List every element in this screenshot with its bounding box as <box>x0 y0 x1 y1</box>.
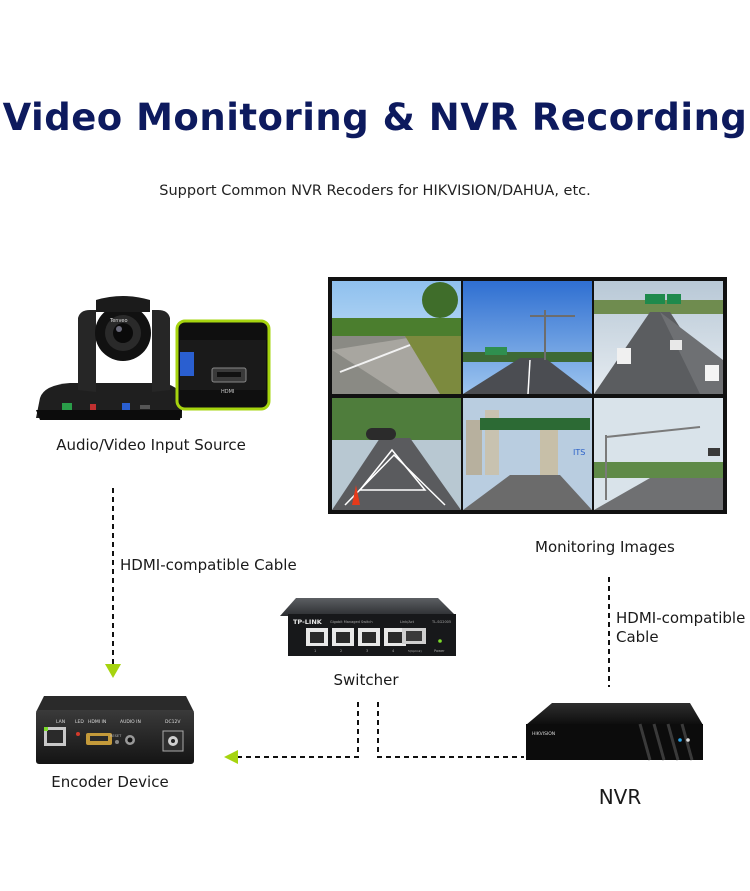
switch-image: TP-LINK Gigabit Managed Switch TL-SG2005… <box>280 598 456 656</box>
encoder-label: Encoder Device <box>51 773 169 791</box>
switch-power-text: Power <box>434 649 445 653</box>
switch-sfp-text: 5(Uplink) <box>408 649 422 653</box>
switch-ethernet-ports <box>306 628 406 646</box>
encoder-lan-text: LAN <box>56 719 65 725</box>
nvr-label: NVR <box>598 785 642 809</box>
network-cable-switch-encoder <box>238 702 359 758</box>
encoder-hdmi-in-text: HDMI IN <box>88 719 106 725</box>
encoder-audio-in-text: AUDIO IN <box>120 719 141 725</box>
switch-port-3-text: 3 <box>366 649 368 653</box>
monitoring-images-grid: ITS <box>328 277 727 514</box>
switch-brand-text: TP-LINK <box>293 618 323 626</box>
connection-lines <box>112 488 610 758</box>
encoder-dc-text: DC12V <box>165 719 181 725</box>
hdmi-port-callout: HDMI <box>175 319 271 411</box>
switch-port-4-text: 4 <box>392 649 395 653</box>
page-title: Video Monitoring & NVR Recording <box>2 96 748 139</box>
encoder-device-image: LAN LED HDMI IN AUDIO IN DC12V RESET <box>36 696 194 764</box>
green-port-icon <box>62 403 72 410</box>
switch-model-text: TL-SG2005 <box>431 620 451 624</box>
camera-brand-text: Tenveo <box>109 318 128 324</box>
nvr-led-icon <box>678 738 682 742</box>
monitor-tile-3 <box>594 281 723 394</box>
monitor-label: Monitoring Images <box>535 538 675 556</box>
switch-desc-text: Gigabit Managed Switch <box>330 620 373 624</box>
network-cable-switch-nvr <box>377 702 524 758</box>
switch-port-2-text: 2 <box>340 649 342 653</box>
monitor-tile-5: ITS <box>463 398 592 510</box>
monitor-tile-1 <box>332 281 461 394</box>
monitor-tile-6 <box>594 398 723 510</box>
switcher-label: Switcher <box>333 671 399 689</box>
arrow-down-icon <box>105 664 121 678</box>
arrow-left-icon <box>224 750 238 764</box>
led-indicator-icon <box>76 732 80 736</box>
encoder-led-text: LED <box>75 719 84 725</box>
page-subtitle: Support Common NVR Recoders for HIKVISIO… <box>159 183 591 199</box>
its-sign-text: ITS <box>573 448 585 457</box>
nvr-brand-text: HIKVISION <box>532 731 555 737</box>
source-label: Audio/Video Input Source <box>56 436 246 454</box>
ptz-camera-image: Tenveo <box>36 296 182 420</box>
switch-link-text: Link/Act <box>400 620 415 624</box>
cable-label-nvr-monitor-line1: HDMI-compatible <box>616 609 746 627</box>
nvr-device-image: HIKVISION <box>526 703 703 761</box>
monitor-tile-2 <box>463 281 592 395</box>
power-led-icon <box>438 639 442 643</box>
monitor-tile-4 <box>332 398 461 510</box>
cable-label-nvr-monitor-line2: Cable <box>616 628 659 646</box>
encoder-reset-text: RESET <box>110 734 122 738</box>
switch-port-1-text: 1 <box>314 649 316 653</box>
hdmi-port-text: HDMI <box>221 389 234 395</box>
cable-label-source-encoder: HDMI-compatible Cable <box>120 556 297 574</box>
